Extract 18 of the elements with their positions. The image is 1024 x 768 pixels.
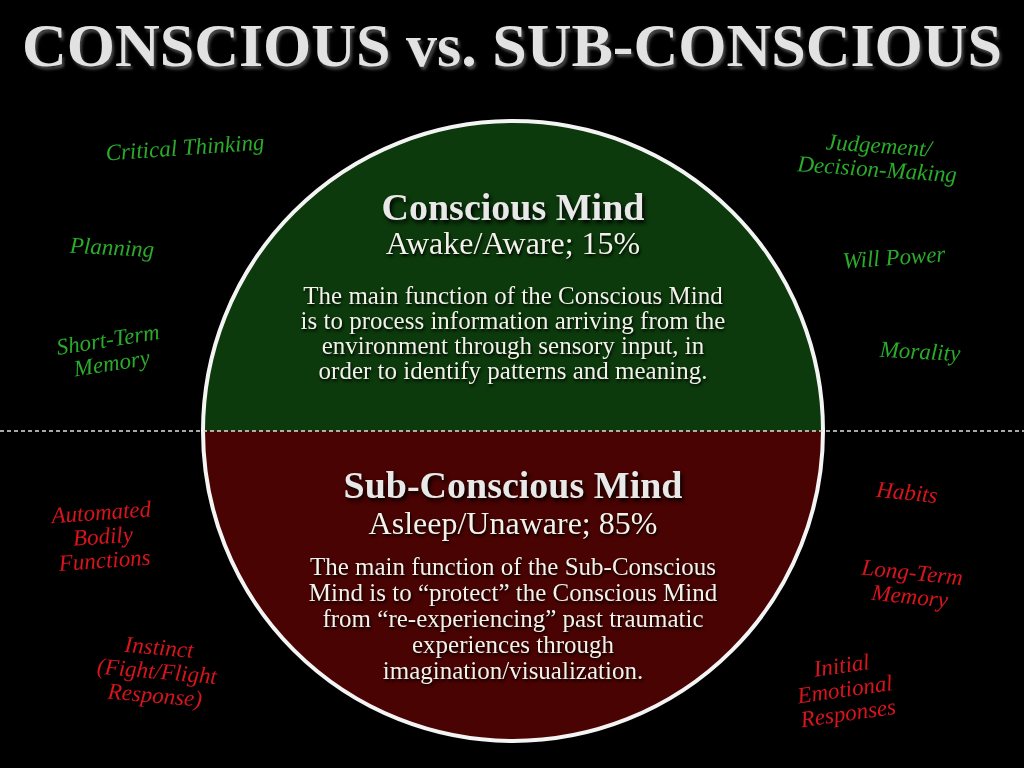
- side-label: Automated Bodily Functions: [50, 497, 153, 577]
- side-label: Habits: [875, 477, 939, 509]
- description-text: The main function of the Conscious Mind is to process information arriving from the environment through sensory input, in order to identify patterns and meaning.: [299, 283, 727, 383]
- side-label: Will Power: [841, 242, 947, 274]
- side-label: Instinct (Fight/Flight Response): [95, 630, 219, 714]
- side-label: Planning: [69, 233, 155, 263]
- description-text: The main function of the Sub-Conscious Mind is to “protect” the Conscious Mind from “re-experiencing” past traumatic experiences through imagination/visualization.: [307, 554, 719, 684]
- section-subheading: Asleep/Unaware; 85%: [368, 505, 658, 541]
- title: CONSCIOUS vs. SUB-CONSCIOUS: [21, 10, 1003, 81]
- section-heading: Sub-Conscious Mind: [343, 464, 683, 506]
- side-label: Critical Thinking: [104, 130, 266, 166]
- section-heading: Conscious Mind: [381, 186, 645, 228]
- side-label: Initial Emotional Responses: [794, 648, 898, 733]
- side-label: Morality: [879, 337, 961, 367]
- side-label: Long-Term Memory: [859, 555, 964, 615]
- side-label: Short-Term Memory: [54, 320, 163, 384]
- section-subheading: Awake/Aware; 15%: [385, 225, 641, 261]
- side-label: Judgement/ Decision-Making: [796, 128, 959, 188]
